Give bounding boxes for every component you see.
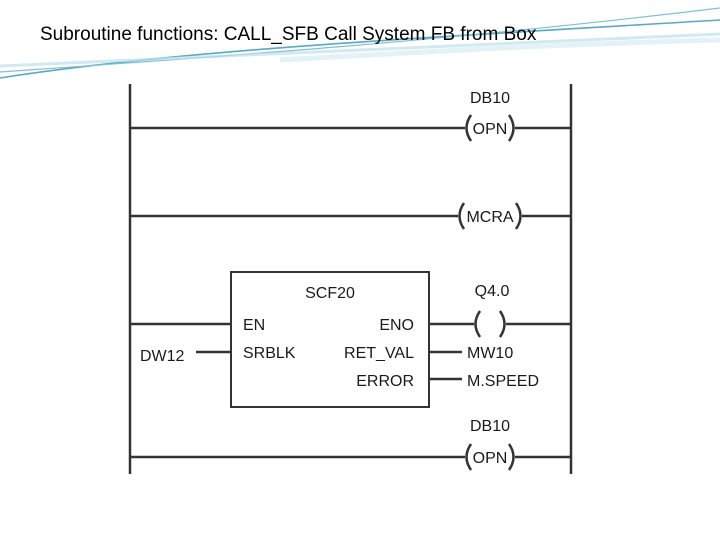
rung2-coil-label: MCRA — [466, 209, 513, 226]
slide-title: Subroutine functions: CALL_SFB Call Syst… — [40, 24, 537, 45]
rung4-address: DB10 — [470, 418, 510, 435]
rung1-address: DB10 — [470, 90, 510, 107]
box-srblk-pin: SRBLK — [243, 345, 296, 362]
decor-swoosh-4 — [279, 37, 720, 63]
rung3-coil-right-paren — [498, 310, 506, 338]
rung1-coil-right-paren — [507, 114, 515, 142]
rung2-coil-left-paren — [458, 202, 466, 230]
box-en-pin: EN — [243, 317, 265, 334]
decor-swoosh-3 — [0, 32, 720, 68]
sfc-box — [230, 271, 430, 408]
rung1-coil-label: OPN — [473, 121, 508, 138]
decor-swoosh-1 — [0, 19, 720, 79]
rung4-coil-left-paren — [465, 443, 473, 471]
srblk-operand: DW12 — [140, 348, 185, 365]
box-eno-pin: ENO — [379, 317, 414, 334]
box-ret-val-pin: RET_VAL — [344, 345, 414, 362]
rung3-coil-left-paren — [474, 310, 482, 338]
decor-swoosh-2 — [0, 7, 720, 73]
error-operand: M.SPEED — [467, 373, 539, 390]
eno-coil-address: Q4.0 — [475, 283, 510, 300]
rung4-coil-label: OPN — [473, 450, 508, 467]
rung4-coil-right-paren — [507, 443, 515, 471]
rung1-coil-left-paren — [465, 114, 473, 142]
ret-val-operand: MW10 — [467, 345, 513, 362]
box-error-pin: ERROR — [356, 373, 414, 390]
box-name: SCF20 — [305, 285, 355, 302]
rung2-coil-right-paren — [514, 202, 522, 230]
title-decoration — [0, 7, 720, 79]
